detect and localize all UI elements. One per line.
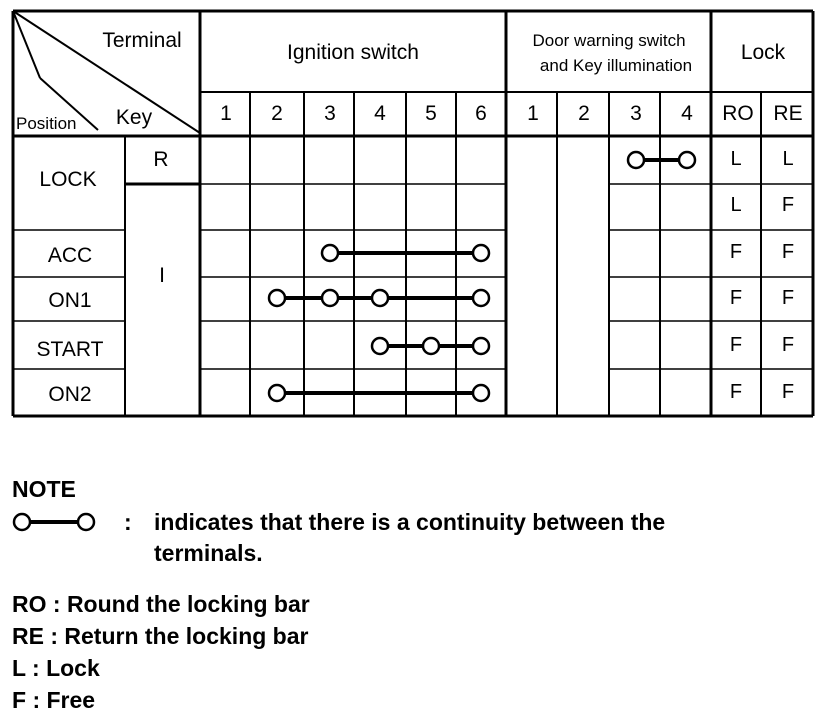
header-diagonal <box>12 10 41 79</box>
note-colon: : <box>124 509 132 535</box>
ign-terminal-6: 6 <box>475 102 487 125</box>
lock-col-ro: RO <box>722 102 754 125</box>
notes-section: NOTE : indicates that there is a continu… <box>12 474 794 717</box>
continuity-node-ign-6 <box>471 336 491 356</box>
lock-re-on2: F <box>782 381 794 403</box>
position-on1: ON1 <box>48 289 91 312</box>
note-continuity-text: indicates that there is a continuity bet… <box>154 507 794 569</box>
continuity-node-ign-4 <box>370 288 390 308</box>
lock-re-acc: F <box>782 241 794 263</box>
position-lock: LOCK <box>39 168 96 191</box>
lock-col-re: RE <box>773 102 802 125</box>
door-terminal-3: 3 <box>630 102 642 125</box>
legend-f: F : Free <box>12 687 96 713</box>
position-acc: ACC <box>48 244 92 267</box>
door-terminal-1: 1 <box>527 102 539 125</box>
continuity-node-ign-3 <box>320 288 340 308</box>
note-continuity-line2: terminals. <box>154 540 263 566</box>
continuity-node-door-4 <box>677 150 697 170</box>
continuity-node-ign-6 <box>471 288 491 308</box>
note-continuity: : indicates that there is a continuity b… <box>12 507 794 569</box>
continuity-node-ign-2 <box>267 288 287 308</box>
ign-terminal-3: 3 <box>324 102 336 125</box>
ign-terminal-1: 1 <box>220 102 232 125</box>
door-terminal-2: 2 <box>578 102 590 125</box>
header-diagonal <box>39 77 99 131</box>
ign-terminal-4: 4 <box>374 102 386 125</box>
key-i: I <box>159 264 165 287</box>
header-terminal: Terminal <box>102 29 181 52</box>
continuity-node-ign-5 <box>421 336 441 356</box>
continuity-node-ign-6 <box>471 243 491 263</box>
continuity-lines <box>267 150 697 403</box>
header-diagonal <box>12 10 201 134</box>
legend-list: RO : Round the locking bar RE : Return t… <box>12 589 794 717</box>
header-door-line1: Door warning switch <box>532 31 685 50</box>
legend-l: L : Lock <box>12 655 100 681</box>
continuity-node-ign-3 <box>320 243 340 263</box>
lock-ro-acc: F <box>730 241 742 263</box>
lock-re-on1: F <box>782 287 794 309</box>
position-on2: ON2 <box>48 383 91 406</box>
continuity-node-door-3 <box>626 150 646 170</box>
position-start: START <box>37 338 104 361</box>
header-lock: Lock <box>741 41 786 64</box>
continuity-symbol-icon <box>12 507 124 537</box>
continuity-node-ign-6 <box>471 383 491 403</box>
header-door-line2: and Key illumination <box>540 56 692 75</box>
lock-ro-on1: F <box>730 287 742 309</box>
lock-ro-row1: L <box>730 148 741 170</box>
lock-ro-on2: F <box>730 381 742 403</box>
header-key: Key <box>116 106 153 129</box>
continuity-node-ign-2 <box>267 383 287 403</box>
lock-re-start: F <box>782 334 794 356</box>
key-r: R <box>153 148 168 171</box>
header-position: Position <box>16 114 76 133</box>
lock-ro-start: F <box>730 334 742 356</box>
continuity-table: Terminal Key Position Ignition switch Do… <box>11 9 815 418</box>
lock-re-row1: L <box>782 148 793 170</box>
door-terminal-4: 4 <box>681 102 693 125</box>
header-ignition-switch: Ignition switch <box>287 41 419 64</box>
note-title: NOTE <box>12 476 76 502</box>
continuity-node-ign-4 <box>370 336 390 356</box>
legend-re: RE : Return the locking bar <box>12 623 309 649</box>
legend-ro: RO : Round the locking bar <box>12 591 310 617</box>
table-grid <box>11 9 815 418</box>
lock-ro-row2: L <box>730 194 741 216</box>
ign-terminal-2: 2 <box>271 102 283 125</box>
note-continuity-line1: indicates that there is a continuity bet… <box>154 509 666 535</box>
lock-re-row2: F <box>782 194 794 216</box>
ign-terminal-5: 5 <box>425 102 437 125</box>
